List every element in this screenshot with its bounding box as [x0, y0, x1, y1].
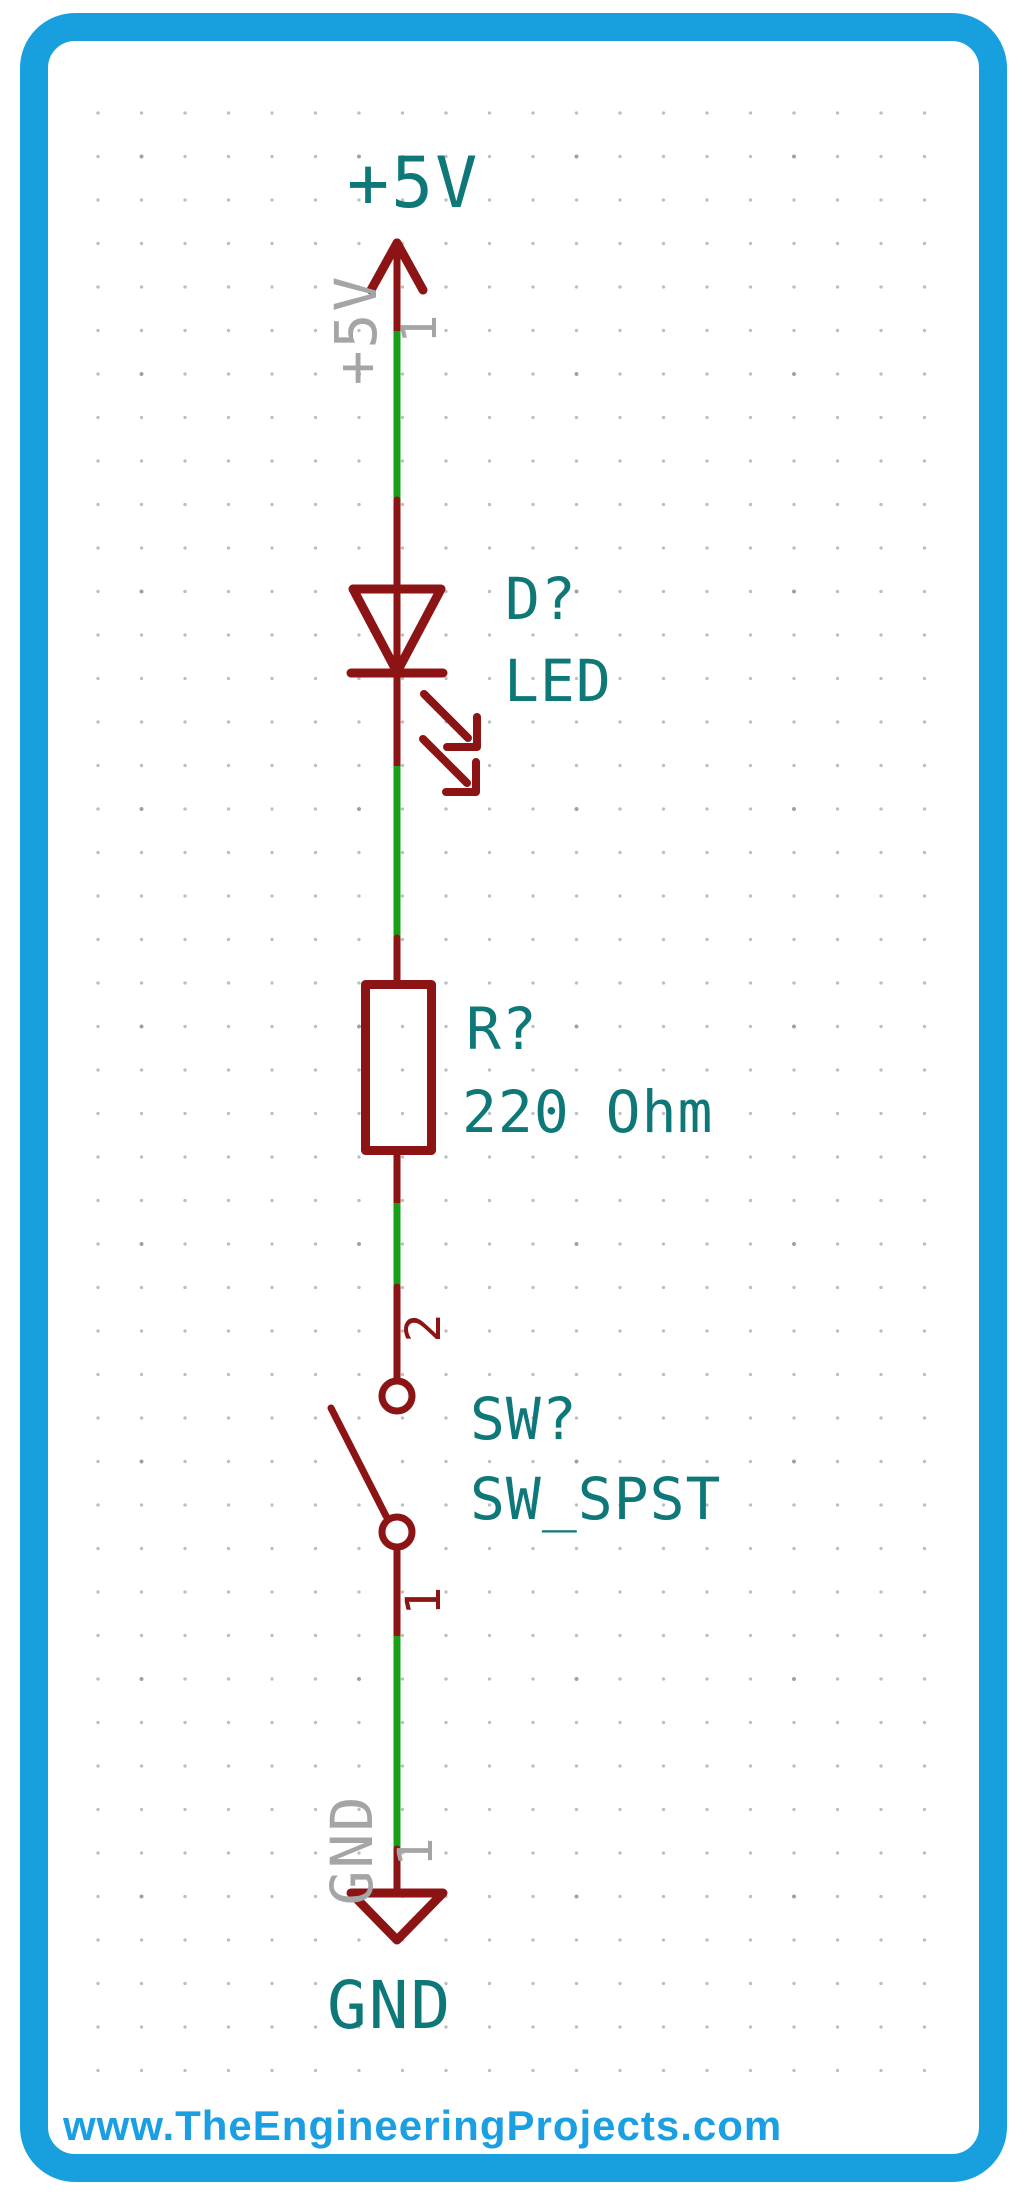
power-flag-symbol	[366, 238, 428, 335]
power-arrow-left-wing	[366, 238, 402, 295]
resistor-value-label: 220 Ohm	[462, 1078, 714, 1146]
led-arrow2-head	[442, 758, 480, 796]
switch-lever	[327, 1404, 390, 1520]
switch-reference-label: SW?	[470, 1385, 578, 1453]
switch-contact-top	[378, 1377, 416, 1415]
gnd-net-label: GND	[327, 1967, 453, 2044]
led-arrow1-shaft	[420, 690, 472, 742]
power-pin-name: +5V	[322, 274, 390, 386]
gnd-pin-name: GND	[318, 1794, 386, 1906]
switch-symbol	[327, 1283, 416, 1640]
switch-value-label: SW_SPST	[470, 1465, 722, 1533]
led-value-label: LED	[504, 647, 612, 715]
resistor-symbol	[361, 934, 436, 1207]
led-light-arrows	[419, 690, 481, 796]
gnd-pin-number: 1	[388, 1837, 444, 1867]
power-pin-number: 1	[392, 314, 448, 344]
figure-border-frame	[20, 13, 1007, 2182]
resistor-reference-label: R?	[466, 995, 538, 1063]
grid-dots	[96, 82, 934, 2086]
led-symbol	[346, 496, 481, 796]
gnd-triangle	[346, 1888, 448, 1945]
resistor-body	[361, 980, 436, 1155]
led-arrow1-head	[443, 713, 481, 751]
power-net-label: +5V	[347, 142, 480, 224]
watermark-text: www.TheEngineeringProjects.com	[63, 2102, 783, 2149]
power-arrow-right-wing	[392, 238, 428, 295]
switch-contact-bottom	[378, 1513, 416, 1551]
gnd-symbol	[346, 1845, 448, 1945]
led-arrow2-shaft	[419, 735, 471, 787]
led-reference-label: D?	[505, 565, 577, 633]
switch-pin2-number: 2	[396, 1313, 452, 1343]
switch-pin1-number: 1	[396, 1586, 452, 1616]
